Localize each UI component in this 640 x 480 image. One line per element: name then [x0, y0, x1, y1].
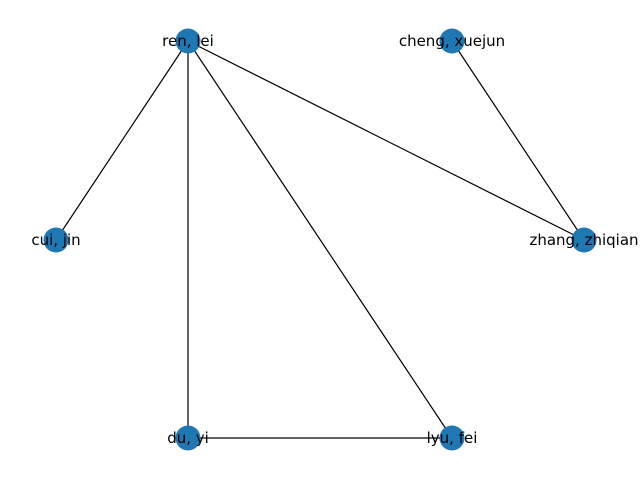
node-cheng-xuejun [439, 28, 465, 54]
node-zhang-zhiqian [571, 227, 597, 253]
node-ren-lei [175, 28, 201, 54]
node-label-du-yi: du, yi [167, 429, 209, 447]
node-label-ren-lei: ren, lei [162, 32, 214, 50]
edge-ren-lei-cui-jin [55, 40, 189, 241]
node-label-cui-jin: cui, jin [31, 231, 80, 249]
edge-layer [55, 40, 585, 439]
node-layer [43, 28, 597, 451]
node-label-zhang-zhiqian: zhang, zhiqian [529, 231, 638, 249]
node-label-cheng-xuejun: cheng, xuejun [399, 32, 505, 50]
edge-ren-lei-zhang-zhiqian [187, 40, 585, 241]
node-lyu-fei [439, 425, 465, 451]
node-cui-jin [43, 227, 69, 253]
edge-ren-lei-lyu-fei [187, 40, 453, 439]
edge-cheng-xuejun-zhang-zhiqian [451, 40, 585, 241]
node-label-lyu-fei: lyu, fei [427, 429, 478, 447]
label-layer: ren, lei cheng, xuejun cui, jin zhang, zhiq… [31, 32, 638, 447]
node-du-yi [175, 425, 201, 451]
